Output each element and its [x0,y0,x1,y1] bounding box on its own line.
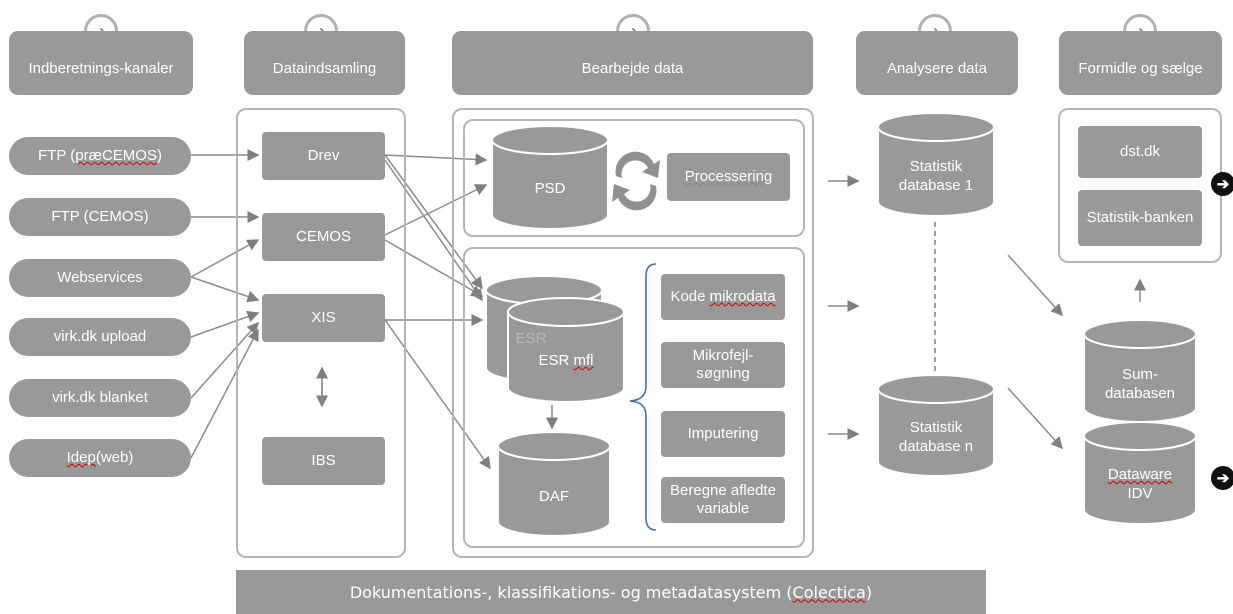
box-dst-dk: dst.dk [1078,126,1202,178]
footer-text: ) [865,582,873,602]
channel-text: præCEMOS [75,147,157,164]
label-esr-mfl: ESR mfl [508,352,624,371]
arrow-webservices-to-xis [190,276,260,303]
box-text: Beregne afledte [670,482,776,499]
arrow-cemos-to-esr [384,239,484,297]
channel-virk-upload: virk.dk upload [9,318,191,356]
channel-text: ) [156,147,162,164]
cylinder-daf-body [497,445,611,537]
arrow-xis-to-daf [384,319,491,470]
curly-brace [629,263,657,531]
box-drev: Drev [262,132,385,180]
channel-ftp-cemos: FTP (CEMOS) [9,198,191,236]
arrow-virk-upload-to-xis [190,310,260,338]
footer-text: Dokumentations-, klassifikations- og met… [349,582,793,602]
cylinder-esr-front-body [507,311,625,403]
cylinder-esr-front-top [507,297,625,327]
box-processering: Processering [667,153,790,201]
arrow-cemos-to-psd [384,184,488,236]
arrow-drev-to-psd [384,153,488,166]
arrow-virk-blanket-to-xis [190,321,259,399]
cylinder-db1-top [877,112,995,142]
label-db1: Statistik database 1 [878,158,994,196]
box-xis: XIS [262,294,385,342]
cylinder-sum-body [1083,333,1197,423]
label-psd: PSD [534,180,566,197]
channel-webservices: Webservices [9,259,191,297]
cylinder-psd-top [491,125,609,155]
frame-psd-group [463,119,805,237]
box-kode-mikrodata: Kode mikrodata [661,274,785,320]
label-line: database n [898,437,974,455]
box-text: mikrodata [709,288,776,305]
channel-text: FTP ( [38,147,76,164]
box-text: søgning [696,365,750,382]
header-analysere-data: Analysere data [856,31,1018,95]
arrow-drev-to-esr-1 [384,154,483,290]
box-cemos: CEMOS [262,213,385,261]
cylinder-dataware-body [1083,435,1197,525]
cylinder-dbn-body [877,388,995,477]
header-formidle-og-saelge: Formidle og sælge [1059,31,1222,95]
box-ibs: IBS [262,437,385,485]
arrow-drev-to-esr-2 [384,159,483,302]
channel-virk-blanket: virk.dk blanket [9,379,191,417]
channel-text: Idep [66,449,96,466]
refresh-icon [612,151,660,211]
label-line: Statistik [909,158,963,175]
box-text: Kode [670,288,706,305]
box-imputering: Imputering [661,411,785,457]
box-beregne-afledte-variable: Beregne afledte variable [661,477,785,523]
cylinder-psd-body [491,139,609,230]
arrow-right-circle-icon: ➔ [1211,172,1233,196]
cylinder-daf-top [497,431,611,461]
box-statistik-banken: Statistik-banken [1078,190,1202,246]
box-text: Processering [684,168,773,185]
frame-bearbejde-data [452,108,814,558]
footer-text: Colectica [792,582,866,602]
box-mikrofejl-soegning: Mikrofejl- søgning [661,342,785,388]
label-sum-databasen: Sum- databasen [1084,366,1196,404]
label-line: database 1 [898,176,974,194]
channel-idep-web: Idep (web) [9,439,191,477]
footer-metadatasystem: Dokumentations-, klassifikations- og met… [236,570,986,614]
arrow-webservices-to-cemos [190,239,260,278]
cylinder-dataware-top [1083,421,1197,451]
label-text: ESR [538,352,574,369]
channel-text: (web) [95,449,134,466]
cylinder-dbn-top [877,374,995,404]
cylinder-sum-top [1083,319,1197,349]
arrow-right-circle-icon: ➔ [1211,466,1233,490]
arrow-dbn-to-dataware [1007,387,1064,450]
header-indberetnings-kanaler: Indberetnings-kanaler [9,31,193,95]
header-bearbejde-data: Bearbejde data [452,31,813,95]
label-line: IDV [1127,484,1153,502]
label-dbn: Statistik database n [878,419,994,457]
header-dataindsamling: Dataindsamling [244,31,405,95]
label-esr-back: ESR [515,330,547,347]
frame-esr-group [463,247,805,548]
label-daf: DAF [539,488,569,505]
label-line: databasen [1104,384,1176,402]
arrow-db1-to-sum [1007,254,1064,317]
label-dataware-idv: Dataware IDV [1084,466,1196,504]
cylinder-db1-body [877,126,995,217]
channel-ftp-praecemos: FTP (præCEMOS) [9,137,191,175]
box-text: Mikrofejl- [692,347,754,364]
label-line: Statistik [909,419,963,436]
arrow-idep-to-xis [190,328,259,459]
label-line: Dataware [1107,466,1173,483]
box-text: variable [696,500,750,517]
frame-dataindsamling [236,108,406,558]
label-text: mfl [573,352,594,369]
label-line: Sum- [1122,366,1158,383]
